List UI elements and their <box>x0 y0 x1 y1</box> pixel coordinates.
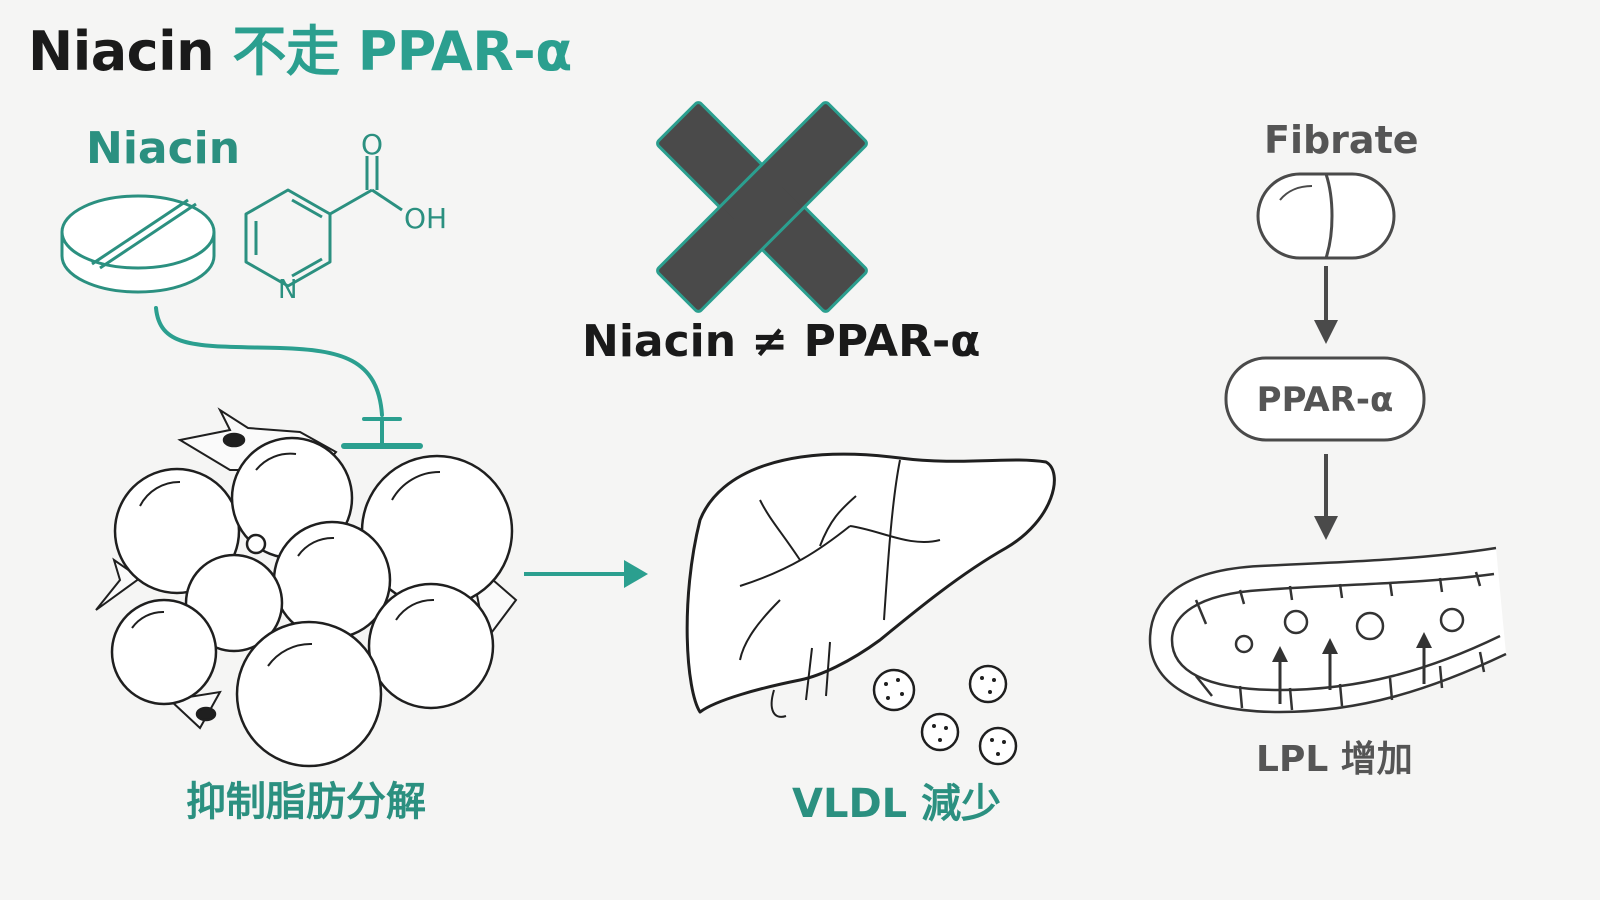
vldl-decrease-label: VLDL 減少 <box>792 781 1002 827</box>
hydroxyl-group-label: OH <box>404 202 447 235</box>
liver-icon <box>685 452 1056 718</box>
vldl-particles-icon <box>872 664 1018 766</box>
lpl-particles-icon <box>1234 607 1465 654</box>
lpl-increase-arrows-icon <box>1272 632 1432 704</box>
ppar-alpha-label: PPAR-α <box>1256 380 1394 420</box>
arrow-to-liver-icon <box>524 560 648 588</box>
vldl-particle-dots <box>884 676 1006 756</box>
blood-vessel-icon <box>1148 546 1507 714</box>
capsule-icon <box>1256 172 1396 260</box>
cross-mark-icon <box>656 101 868 313</box>
niacin-not-ppar-statement: Niacin ≠ PPAR-α <box>582 316 981 367</box>
lpl-increase-label: LPL 增加 <box>1256 739 1413 780</box>
title-suffix: 不走 PPAR-α <box>232 20 572 83</box>
fibrate-label: Fibrate <box>1264 118 1419 162</box>
oxygen-atom-label: O <box>361 128 383 161</box>
lipolysis-inhibition-label: 抑制脂肪分解 <box>186 779 426 825</box>
fibrate-pathway-arrows <box>1314 266 1338 540</box>
tablet-icon <box>60 194 216 294</box>
ppar-alpha-box <box>1224 356 1426 442</box>
adipose-tissue-icon <box>95 407 518 768</box>
page-title: Niacin 不走 PPAR-α <box>28 22 572 82</box>
niacin-label: Niacin <box>86 123 241 174</box>
nitrogen-atom-label: N <box>278 275 297 305</box>
inhibition-connector <box>154 306 423 449</box>
title-prefix: Niacin <box>28 20 215 83</box>
nicotinic-acid-structure-icon <box>244 156 403 288</box>
